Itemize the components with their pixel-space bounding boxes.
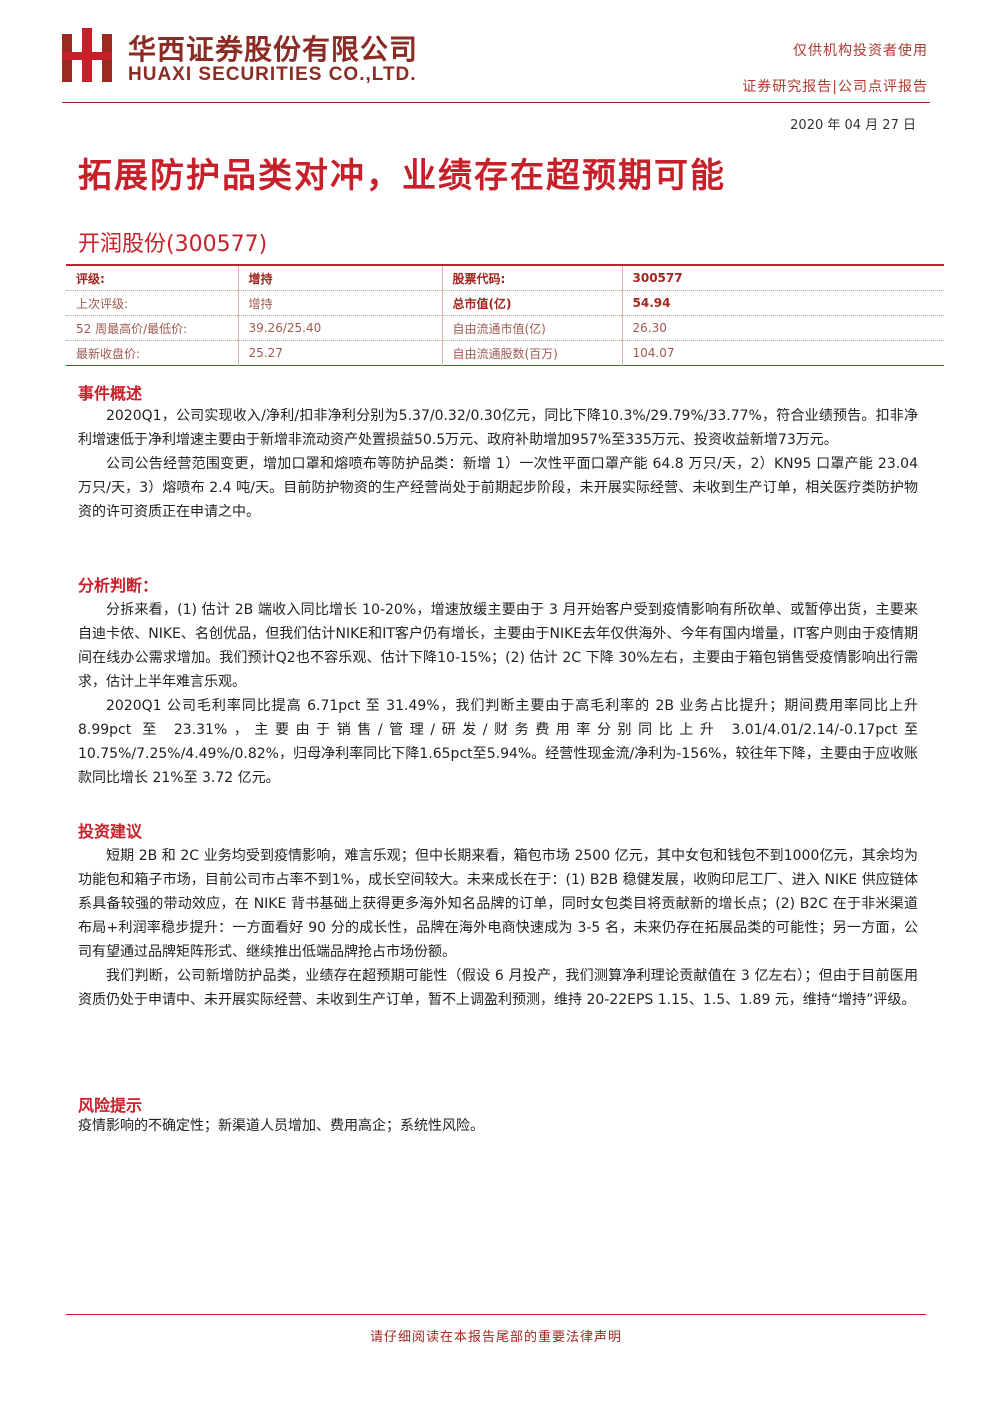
table-cell: 52 周最高价/最低价: [66,315,239,341]
paragraph: 分拆来看，(1) 估计 2B 端收入同比增长 10-20%，增速放缓主要由于 3… [78,602,918,690]
table-cell: 股票代码: [442,265,623,291]
brand-name-en: HUAXI SECURITIES CO.,LTD. [128,64,417,85]
paragraph: 我们判断，公司新增防护品类，业绩存在超预期可能性（假设 6 月投产，我们测算净利… [78,968,918,1008]
stock-info-table: 评级: 增持 股票代码: 300577 上次评级: 增持 总市值(亿) 54.9… [66,264,944,366]
table-cell: 自由流通市值(亿) [442,315,623,341]
stock-name: 开润股份(300577) [78,232,268,257]
event-paragraphs: 2020Q1，公司实现收入/净利/扣非净利分别为5.37/0.32/0.30亿元… [78,404,918,524]
header-divider [62,102,930,103]
risk-paragraphs: 疫情影响的不确定性；新渠道人员增加、费用高企；系统性风险。 [78,1114,918,1138]
report-type: 证券研究报告|公司点评报告 [742,79,928,95]
table-cell: 增持 [238,265,443,291]
table-cell: 39.26/25.40 [238,315,443,341]
paragraph: 2020Q1，公司实现收入/净利/扣非净利分别为5.37/0.32/0.30亿元… [78,408,918,448]
paragraph: 公司公告经营范围变更，增加口罩和熔喷布等防护品类：新增 1）一次性平面口罩产能 … [78,456,918,520]
table-cell: 300577 [622,265,944,291]
section-heading-risk: 风险提示 [78,1096,143,1115]
section-heading-advice: 投资建议 [78,822,143,841]
footer-divider [66,1314,926,1315]
audience-note: 仅供机构投资者使用 [793,43,928,59]
report-title: 拓展防护品类对冲，业绩存在超预期可能 [78,156,726,196]
section-heading-analysis: 分析判断： [78,576,159,595]
table-cell: 25.27 [238,340,443,366]
huaxi-logo-icon [62,28,112,82]
table-cell: 104.07 [622,340,944,366]
paragraph: 疫情影响的不确定性；新渠道人员增加、费用高企；系统性风险。 [78,1118,484,1134]
table-cell: 54.94 [622,290,944,316]
legal-notice: 请仔细阅读在本报告尾部的重要法律声明 [369,1330,622,1345]
paragraph: 短期 2B 和 2C 业务均受到疫情影响，难言乐观；但中长期来看，箱包市场 25… [78,848,918,960]
table-cell: 评级: [66,265,239,291]
table-row: 评级: 增持 股票代码: 300577 [66,265,944,291]
brand-name-cn: 华西证券股份有限公司 [128,33,419,66]
table-row: 最新收盘价: 25.27 自由流通股数(百万) 104.07 [66,340,944,366]
paragraph: 2020Q1 公司毛利率同比提高 6.71pct 至 31.49%，我们判断主要… [78,698,918,786]
report-date: 2020 年 04 月 27 日 [790,118,916,133]
advice-paragraphs: 短期 2B 和 2C 业务均受到疫情影响，难言乐观；但中长期来看，箱包市场 25… [78,844,918,1012]
table-cell: 上次评级: [66,290,239,316]
analysis-paragraphs: 分拆来看，(1) 估计 2B 端收入同比增长 10-20%，增速放缓主要由于 3… [78,598,918,790]
table-row: 52 周最高价/最低价: 39.26/25.40 自由流通市值(亿) 26.30 [66,315,944,341]
table-row: 上次评级: 增持 总市值(亿) 54.94 [66,290,944,316]
section-heading-event: 事件概述 [78,384,143,403]
table-cell: 自由流通股数(百万) [442,340,623,366]
table-cell: 总市值(亿) [442,290,623,316]
table-cell: 26.30 [622,315,944,341]
table-cell: 增持 [238,290,443,316]
table-cell: 最新收盘价: [66,340,239,366]
